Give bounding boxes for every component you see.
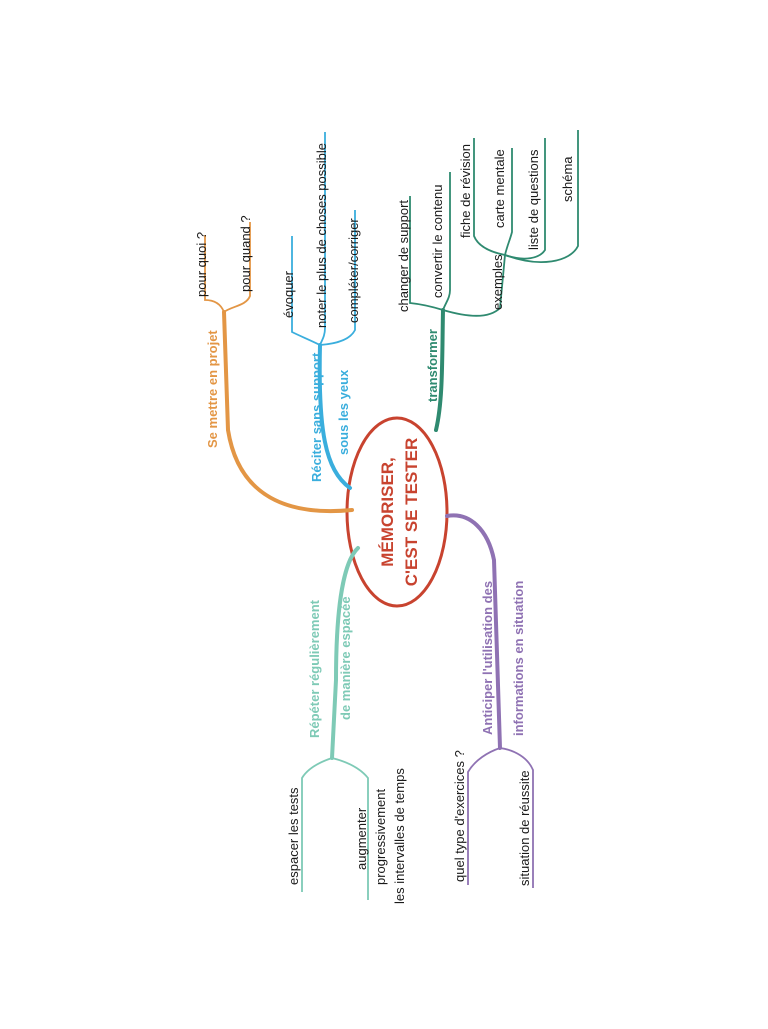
projet-child-connector-1 bbox=[204, 235, 225, 313]
reciter-child-2: noter le plus de choses possible bbox=[314, 143, 329, 328]
branch-projet-label: Se mettre en projet bbox=[205, 330, 220, 448]
projet-child-connector-2 bbox=[223, 222, 251, 313]
branch-reciter-label-line2: sous les yeux bbox=[336, 369, 351, 455]
projet-child-1: pour quoi ? bbox=[194, 232, 209, 297]
reciter-child-connector-3 bbox=[319, 210, 356, 346]
transformer-child-connector-3 bbox=[442, 254, 506, 317]
repeter-child-connector-1 bbox=[301, 757, 333, 892]
transformer-child-connector-1 bbox=[409, 196, 444, 311]
exemples-sub-child-2: carte mentale bbox=[492, 149, 507, 228]
branch-reciter-connector bbox=[317, 343, 352, 490]
center-node bbox=[345, 416, 449, 608]
branch-transformer-label: transformer bbox=[425, 329, 440, 402]
transformer-child-connector-2 bbox=[442, 172, 451, 311]
repeter-augmenter-line1: augmenter bbox=[354, 807, 369, 870]
branch-anticiper-label-line1: Anticiper l'utilisation des bbox=[480, 581, 495, 735]
branch-projet-connector bbox=[222, 310, 354, 514]
reciter-child-1: évoquer bbox=[281, 270, 296, 318]
repeter-child-connector-2 bbox=[331, 757, 369, 900]
branch-transformer-connector bbox=[434, 308, 445, 432]
branch-repeter-connector bbox=[330, 546, 360, 760]
reciter-child-3: compléter/corriger bbox=[346, 218, 361, 323]
transformer-child-1: changer de support bbox=[396, 200, 411, 312]
center-title-line1: MÉMORISER, bbox=[378, 457, 397, 567]
branch-anticiper-label-line2: informations en situation bbox=[511, 581, 526, 736]
transformer-child-3: exemples bbox=[490, 254, 505, 310]
exemples-sub-connector-2 bbox=[504, 148, 513, 256]
exemples-sub-child-1: fiche de révision bbox=[458, 144, 473, 238]
repeter-augmenter-line2: progressivement bbox=[373, 789, 388, 885]
anticiper-child-connector-1 bbox=[467, 747, 501, 885]
anticiper-child-connector-2 bbox=[499, 747, 534, 888]
reciter-child-connector-1 bbox=[291, 236, 321, 346]
branch-repeter-label-line1: Répéter régulièrement bbox=[307, 599, 322, 738]
anticiper-child-1: quel type d'exercices ? bbox=[452, 750, 467, 882]
projet-child-2: pour quand ? bbox=[238, 215, 253, 292]
exemples-sub-child-3: liste de questions bbox=[526, 149, 541, 250]
center-title-line2: C'EST SE TESTER bbox=[402, 438, 421, 587]
transformer-child-2: convertir le contenu bbox=[430, 185, 445, 298]
exemples-sub-connector-4 bbox=[504, 130, 579, 263]
exemples-sub-child-4: schéma bbox=[560, 156, 575, 202]
reciter-child-connector-2 bbox=[319, 132, 326, 346]
repeter-augmenter-line3: les intervalles de temps bbox=[392, 768, 407, 904]
repeter-child-1: espacer les tests bbox=[286, 787, 301, 885]
anticiper-child-2: situation de réussite bbox=[517, 770, 532, 886]
branch-reciter-label-line1: Réciter sans support bbox=[309, 352, 324, 482]
exemples-sub-connector-1 bbox=[473, 138, 506, 256]
branch-anticiper-connector bbox=[445, 513, 502, 750]
branch-repeter-label-line2: de manière espacée bbox=[338, 596, 353, 720]
